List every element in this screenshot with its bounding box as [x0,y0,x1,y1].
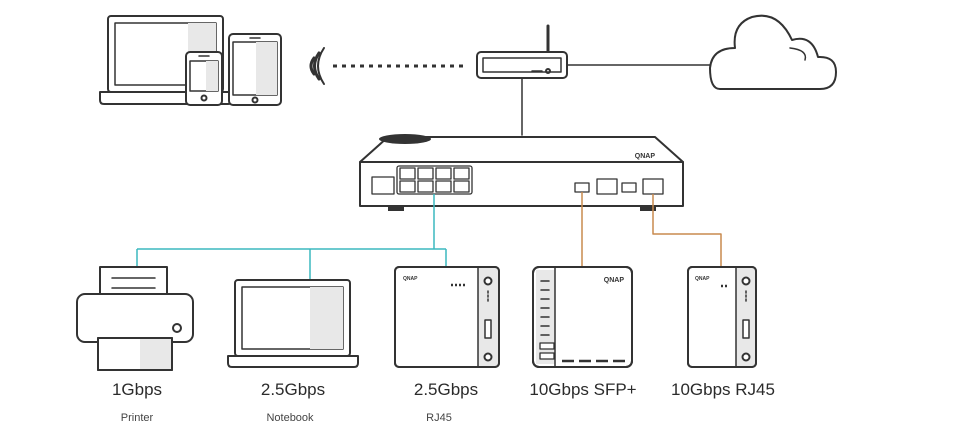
router-icon [476,24,568,79]
svg-text:QNAP: QNAP [403,276,418,282]
wifi-signal-icon [309,47,325,85]
svg-text:QNAP: QNAP [695,276,710,282]
nas-sfp-icon: QNAP [532,266,633,368]
rj45-nas-label: RJ45 [426,412,452,424]
svg-text:QNAP: QNAP [604,277,625,284]
notebook-speed-label: 2.5Gbps [261,380,325,399]
tablet-icon [228,33,282,106]
uplink-ports-group [574,178,664,195]
printer-label: Printer [121,412,154,424]
printer-speed-label: 1Gbps [112,380,162,399]
rj45-nas-speed-label: 2.5Gbps [414,380,478,399]
notebook-laptop-icon [227,279,359,368]
rj45-links [136,194,447,280]
sfp-nas-speed-label: 10Gbps SFP+ [529,380,636,399]
phone-icon [185,51,223,106]
network-switch-icon: QNAP [359,134,684,211]
notebook-label: Notebook [266,412,314,424]
sfp-links [581,192,722,268]
rj45-10g-nas-speed-label: 10Gbps RJ45 [671,380,775,399]
cloud-icon [709,14,837,90]
rj45-ports-group [371,165,473,195]
nas-rj45-icon: QNAP [687,266,757,368]
nas-icon: QNAP [394,266,500,368]
printer-icon [76,266,194,371]
switch-brand-logo: QNAP [635,153,656,160]
